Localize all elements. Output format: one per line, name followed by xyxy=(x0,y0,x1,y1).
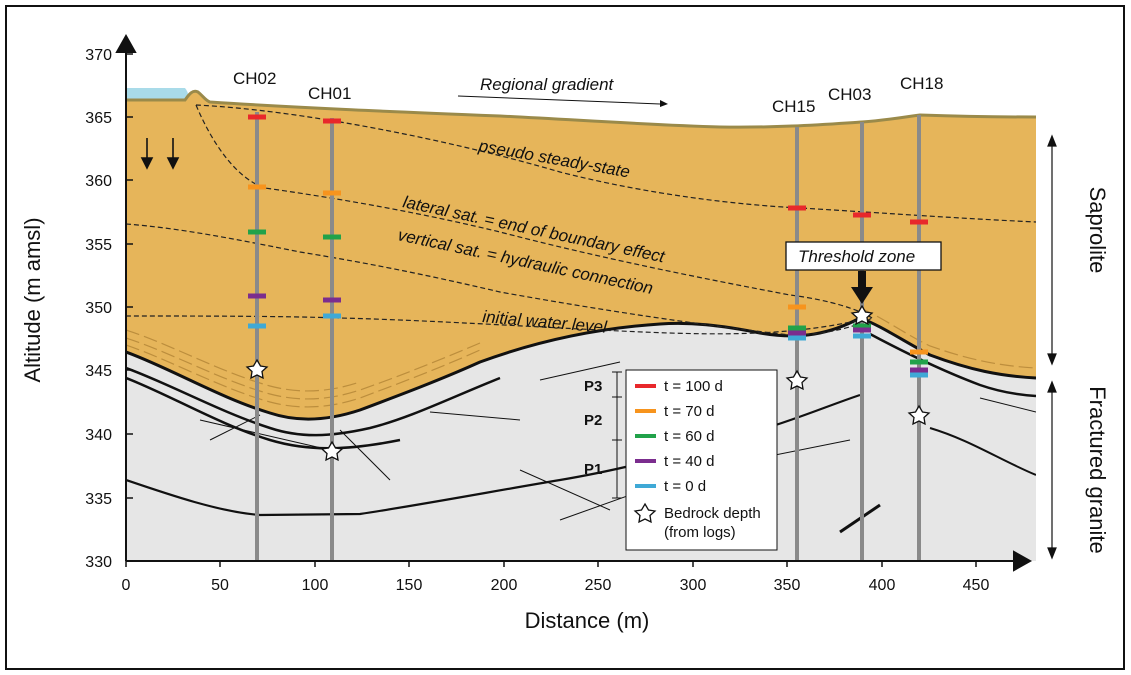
threshold-zone-label: Threshold zone xyxy=(798,247,915,266)
x-tick-label: 450 xyxy=(963,577,990,594)
p1-label: P1 xyxy=(584,461,602,478)
x-tick-label: 100 xyxy=(302,577,329,594)
x-axis-tick-labels: 0 50 100 150 200 250 300 350 400 450 xyxy=(122,577,990,594)
fractured-granite-zone xyxy=(126,318,1036,561)
legend: t = 100 d t = 70 d t = 60 d t = 40 d t =… xyxy=(625,369,778,551)
gradient-arrow-icon xyxy=(457,95,668,107)
x-tick-label: 50 xyxy=(211,577,229,594)
bedrock-star-icon xyxy=(907,404,931,426)
saprolite-zone xyxy=(126,91,1036,420)
x-tick-label: 200 xyxy=(491,577,518,594)
regional-gradient-label: Regional gradient xyxy=(480,75,615,94)
y-tick-label: 345 xyxy=(85,363,112,380)
x-tick-label: 0 xyxy=(122,577,131,594)
bedrock-star-icon xyxy=(850,304,874,326)
well-label-ch15: CH15 xyxy=(772,97,815,116)
threshold-arrow-icon xyxy=(851,271,873,304)
well-label-ch02: CH02 xyxy=(233,69,276,88)
wells: CH02 CH01 CH15 xyxy=(233,69,943,561)
y-tick-label: 335 xyxy=(85,491,112,508)
x-tick-label: 250 xyxy=(585,577,612,594)
y-tick-label: 370 xyxy=(85,47,112,64)
well-ch03: CH03 xyxy=(828,85,874,561)
period-brackets xyxy=(612,371,622,499)
y-axis-tick-labels: 330 335 340 345 350 355 360 365 370 xyxy=(85,47,112,571)
legend-star-icon xyxy=(633,502,657,524)
legend-item: t = 0 d xyxy=(635,478,706,495)
y-tick-label: 355 xyxy=(85,237,112,254)
well-label-ch03: CH03 xyxy=(828,85,871,104)
y-axis-label: Altitude (m amsl) xyxy=(20,217,45,382)
legend-label: t = 60 d xyxy=(664,428,714,445)
recharge-arrows-icon xyxy=(140,138,180,170)
pseudo-steady-state-curve xyxy=(195,104,1037,223)
initial-water-level-curve xyxy=(125,315,861,335)
saprolite-label: Saprolite xyxy=(1085,187,1110,274)
well-label-ch18: CH18 xyxy=(900,74,943,93)
legend-star-line2: (from logs) xyxy=(664,524,736,541)
axes xyxy=(115,33,1033,572)
p2-label: P2 xyxy=(584,412,602,429)
zone-arrows xyxy=(1047,134,1057,560)
bedrock-contact xyxy=(126,316,1036,421)
y-axis-ticks xyxy=(126,53,133,562)
well-ch02: CH02 xyxy=(233,69,276,561)
well-ch18: CH18 xyxy=(900,74,943,561)
legend-label: t = 0 d xyxy=(664,478,706,495)
y-tick-label: 350 xyxy=(85,300,112,317)
y-tick-label: 365 xyxy=(85,110,112,127)
x-axis-label: Distance (m) xyxy=(525,608,650,633)
x-tick-label: 400 xyxy=(869,577,896,594)
legend-item: t = 40 d xyxy=(635,453,714,470)
surface-water xyxy=(126,88,189,100)
legend-item: t = 70 d xyxy=(635,403,714,420)
y-tick-label: 360 xyxy=(85,173,112,190)
x-tick-label: 300 xyxy=(680,577,707,594)
bedrock-star-icon xyxy=(245,358,269,380)
bedrock-star-icon xyxy=(320,440,344,462)
well-label-ch01: CH01 xyxy=(308,84,351,103)
p3-label: P3 xyxy=(584,378,602,395)
bedrock-star-icon xyxy=(785,369,809,391)
legend-item: t = 100 d xyxy=(635,378,723,395)
x-tick-label: 350 xyxy=(774,577,801,594)
y-tick-label: 330 xyxy=(85,554,112,571)
legend-label: t = 100 d xyxy=(664,378,723,395)
legend-label: t = 70 d xyxy=(664,403,714,420)
legend-star-line1: Bedrock depth xyxy=(664,505,761,522)
fractured-granite-label: Fractured granite xyxy=(1085,386,1110,554)
x-axis-ticks xyxy=(125,561,977,567)
well-ch15: CH15 xyxy=(772,97,815,561)
y-tick-label: 340 xyxy=(85,427,112,444)
legend-item: t = 60 d xyxy=(635,428,714,445)
x-tick-label: 150 xyxy=(396,577,423,594)
well-ch01: CH01 xyxy=(308,84,351,561)
geology-layers xyxy=(126,88,1036,561)
legend-label: t = 40 d xyxy=(664,453,714,470)
threshold-zone-box xyxy=(785,241,942,271)
ground-surface xyxy=(126,89,1036,129)
weathered-bands xyxy=(126,307,1036,408)
